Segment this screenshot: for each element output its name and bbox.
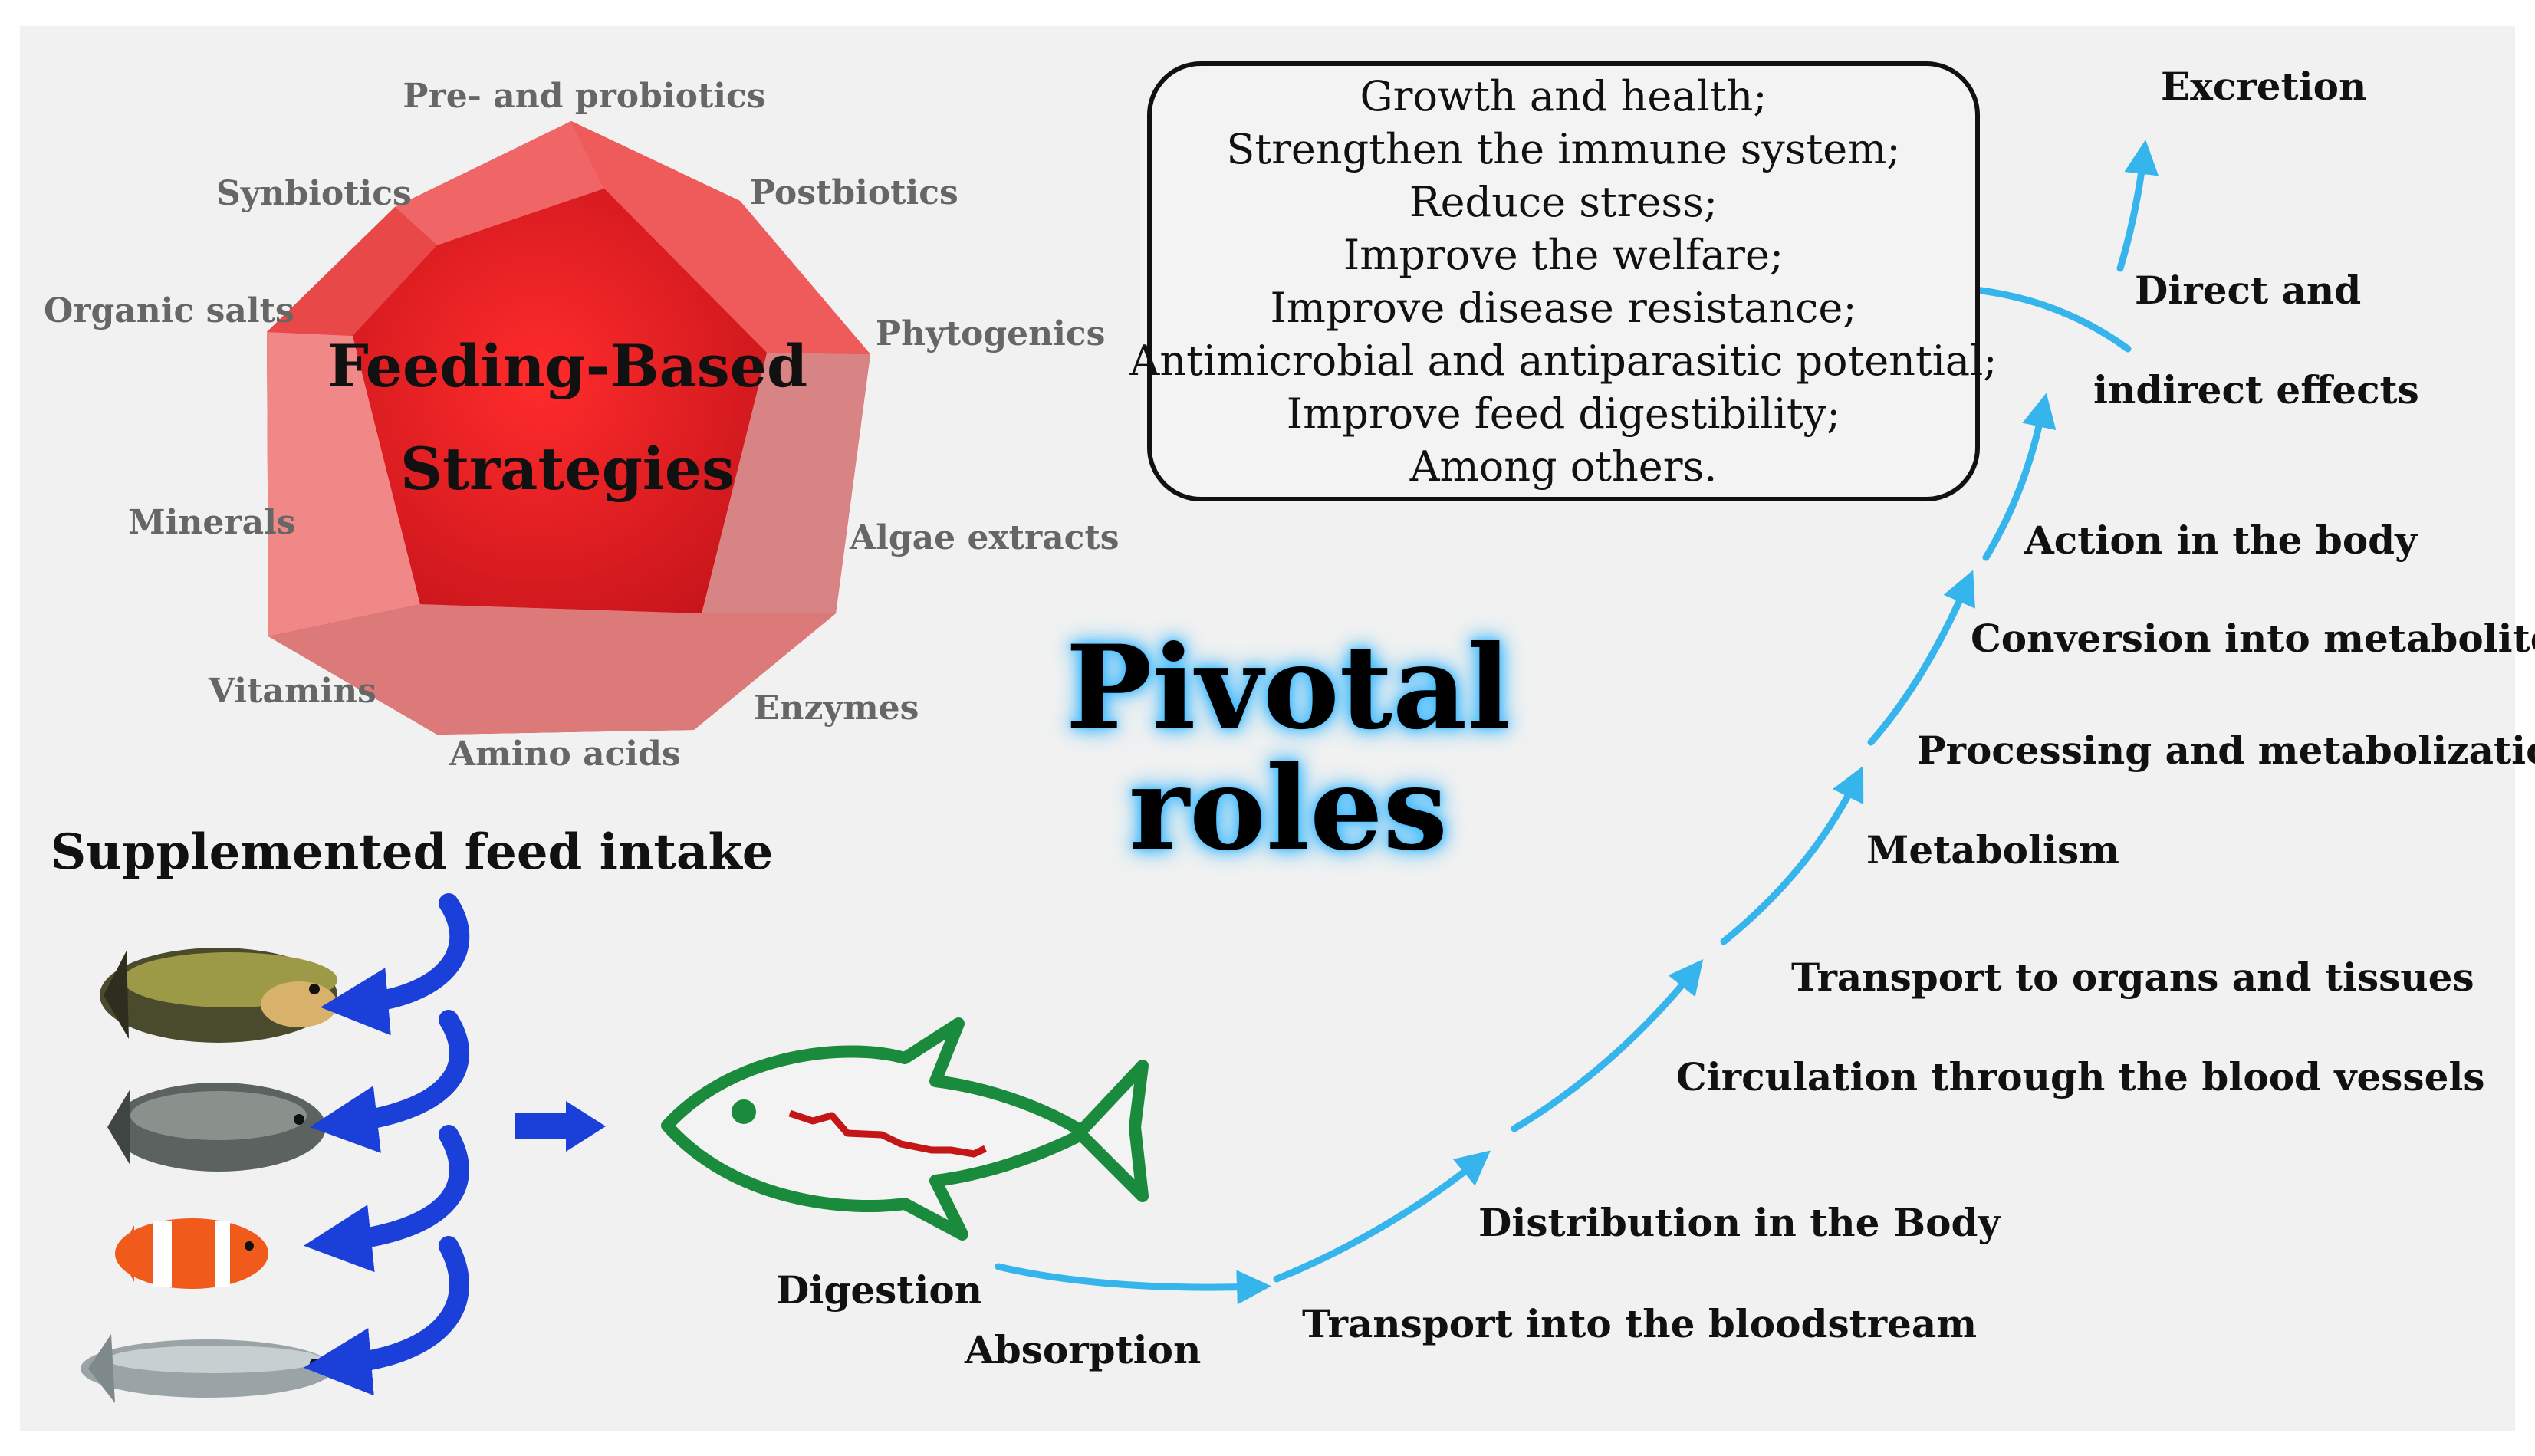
effect-item: Growth and health; (1360, 72, 1767, 120)
strategy-label: Enzymes (754, 689, 919, 728)
step-transport-bloodstream: Transport into the bloodstream (1302, 1301, 1978, 1346)
step-action: Action in the body (2024, 518, 2418, 563)
clownfish-icon (115, 1218, 268, 1289)
step-circulation: Circulation through the blood vessels (1676, 1054, 2485, 1099)
fish-outline-icon (661, 1017, 1149, 1241)
strategy-label: Pre- and probiotics (403, 77, 766, 116)
feed-to-fish-arrow (515, 1101, 606, 1152)
step-excretion: Excretion (2161, 64, 2367, 109)
strategy-label: Organic salts (44, 291, 294, 330)
strategy-label: Synbiotics (216, 174, 412, 213)
pivotal-title-line2: roles (1129, 741, 1448, 876)
step-digestion: Digestion (776, 1267, 983, 1313)
strategy-label: Postbiotics (750, 173, 958, 212)
strategy-label: Amino acids (449, 735, 681, 774)
pacu-fish-icon (100, 948, 337, 1043)
effects-box: Growth and health; Strengthen the immune… (1129, 61, 1997, 501)
effect-item: Improve disease resistance; (1270, 284, 1857, 332)
step-direct-line2: indirect effects (2093, 367, 2419, 412)
step-metabolism: Metabolism (1866, 827, 2120, 873)
step-absorption: Absorption (965, 1327, 1202, 1372)
effect-item: Strengthen the immune system; (1226, 125, 1901, 173)
feed-curved-arrows (303, 893, 470, 1396)
effect-item: Antimicrobial and antiparasitic potentia… (1129, 337, 1997, 385)
strategy-label: Phytogenics (876, 314, 1106, 353)
strategy-title-line1: Feeding-Based (327, 332, 808, 400)
tilapia-fish-icon (107, 1083, 326, 1172)
effect-item: Among others. (1409, 442, 1718, 491)
effect-item: Improve feed digestibility; (1286, 389, 1841, 438)
strategy-polygon (267, 121, 870, 735)
pivotal-title-line1: Pivotal (1065, 620, 1511, 755)
mullet-fish-icon (81, 1334, 334, 1403)
effect-item: Reduce stress; (1409, 178, 1718, 226)
strategy-label: Vitamins (209, 672, 376, 711)
feed-title: Supplemented feed intake (51, 823, 774, 881)
step-processing: Processing and metabolization (1917, 728, 2535, 773)
pathway-arrows (995, 140, 2159, 1305)
step-distribution: Distribution in the Body (1478, 1200, 2001, 1245)
effect-item: Improve the welfare; (1343, 231, 1784, 279)
step-direct-line1: Direct and (2135, 268, 2362, 313)
step-transport-organs: Transport to organs and tissues (1791, 955, 2474, 1000)
strategy-title-line2: Strategies (400, 435, 735, 503)
step-conversion: Conversion into metabolites (1971, 616, 2535, 661)
strategy-label: Minerals (128, 503, 296, 542)
pivotal-roles-title: Pivotal roles (1066, 627, 1511, 869)
strategy-label: Algae extracts (850, 518, 1120, 557)
